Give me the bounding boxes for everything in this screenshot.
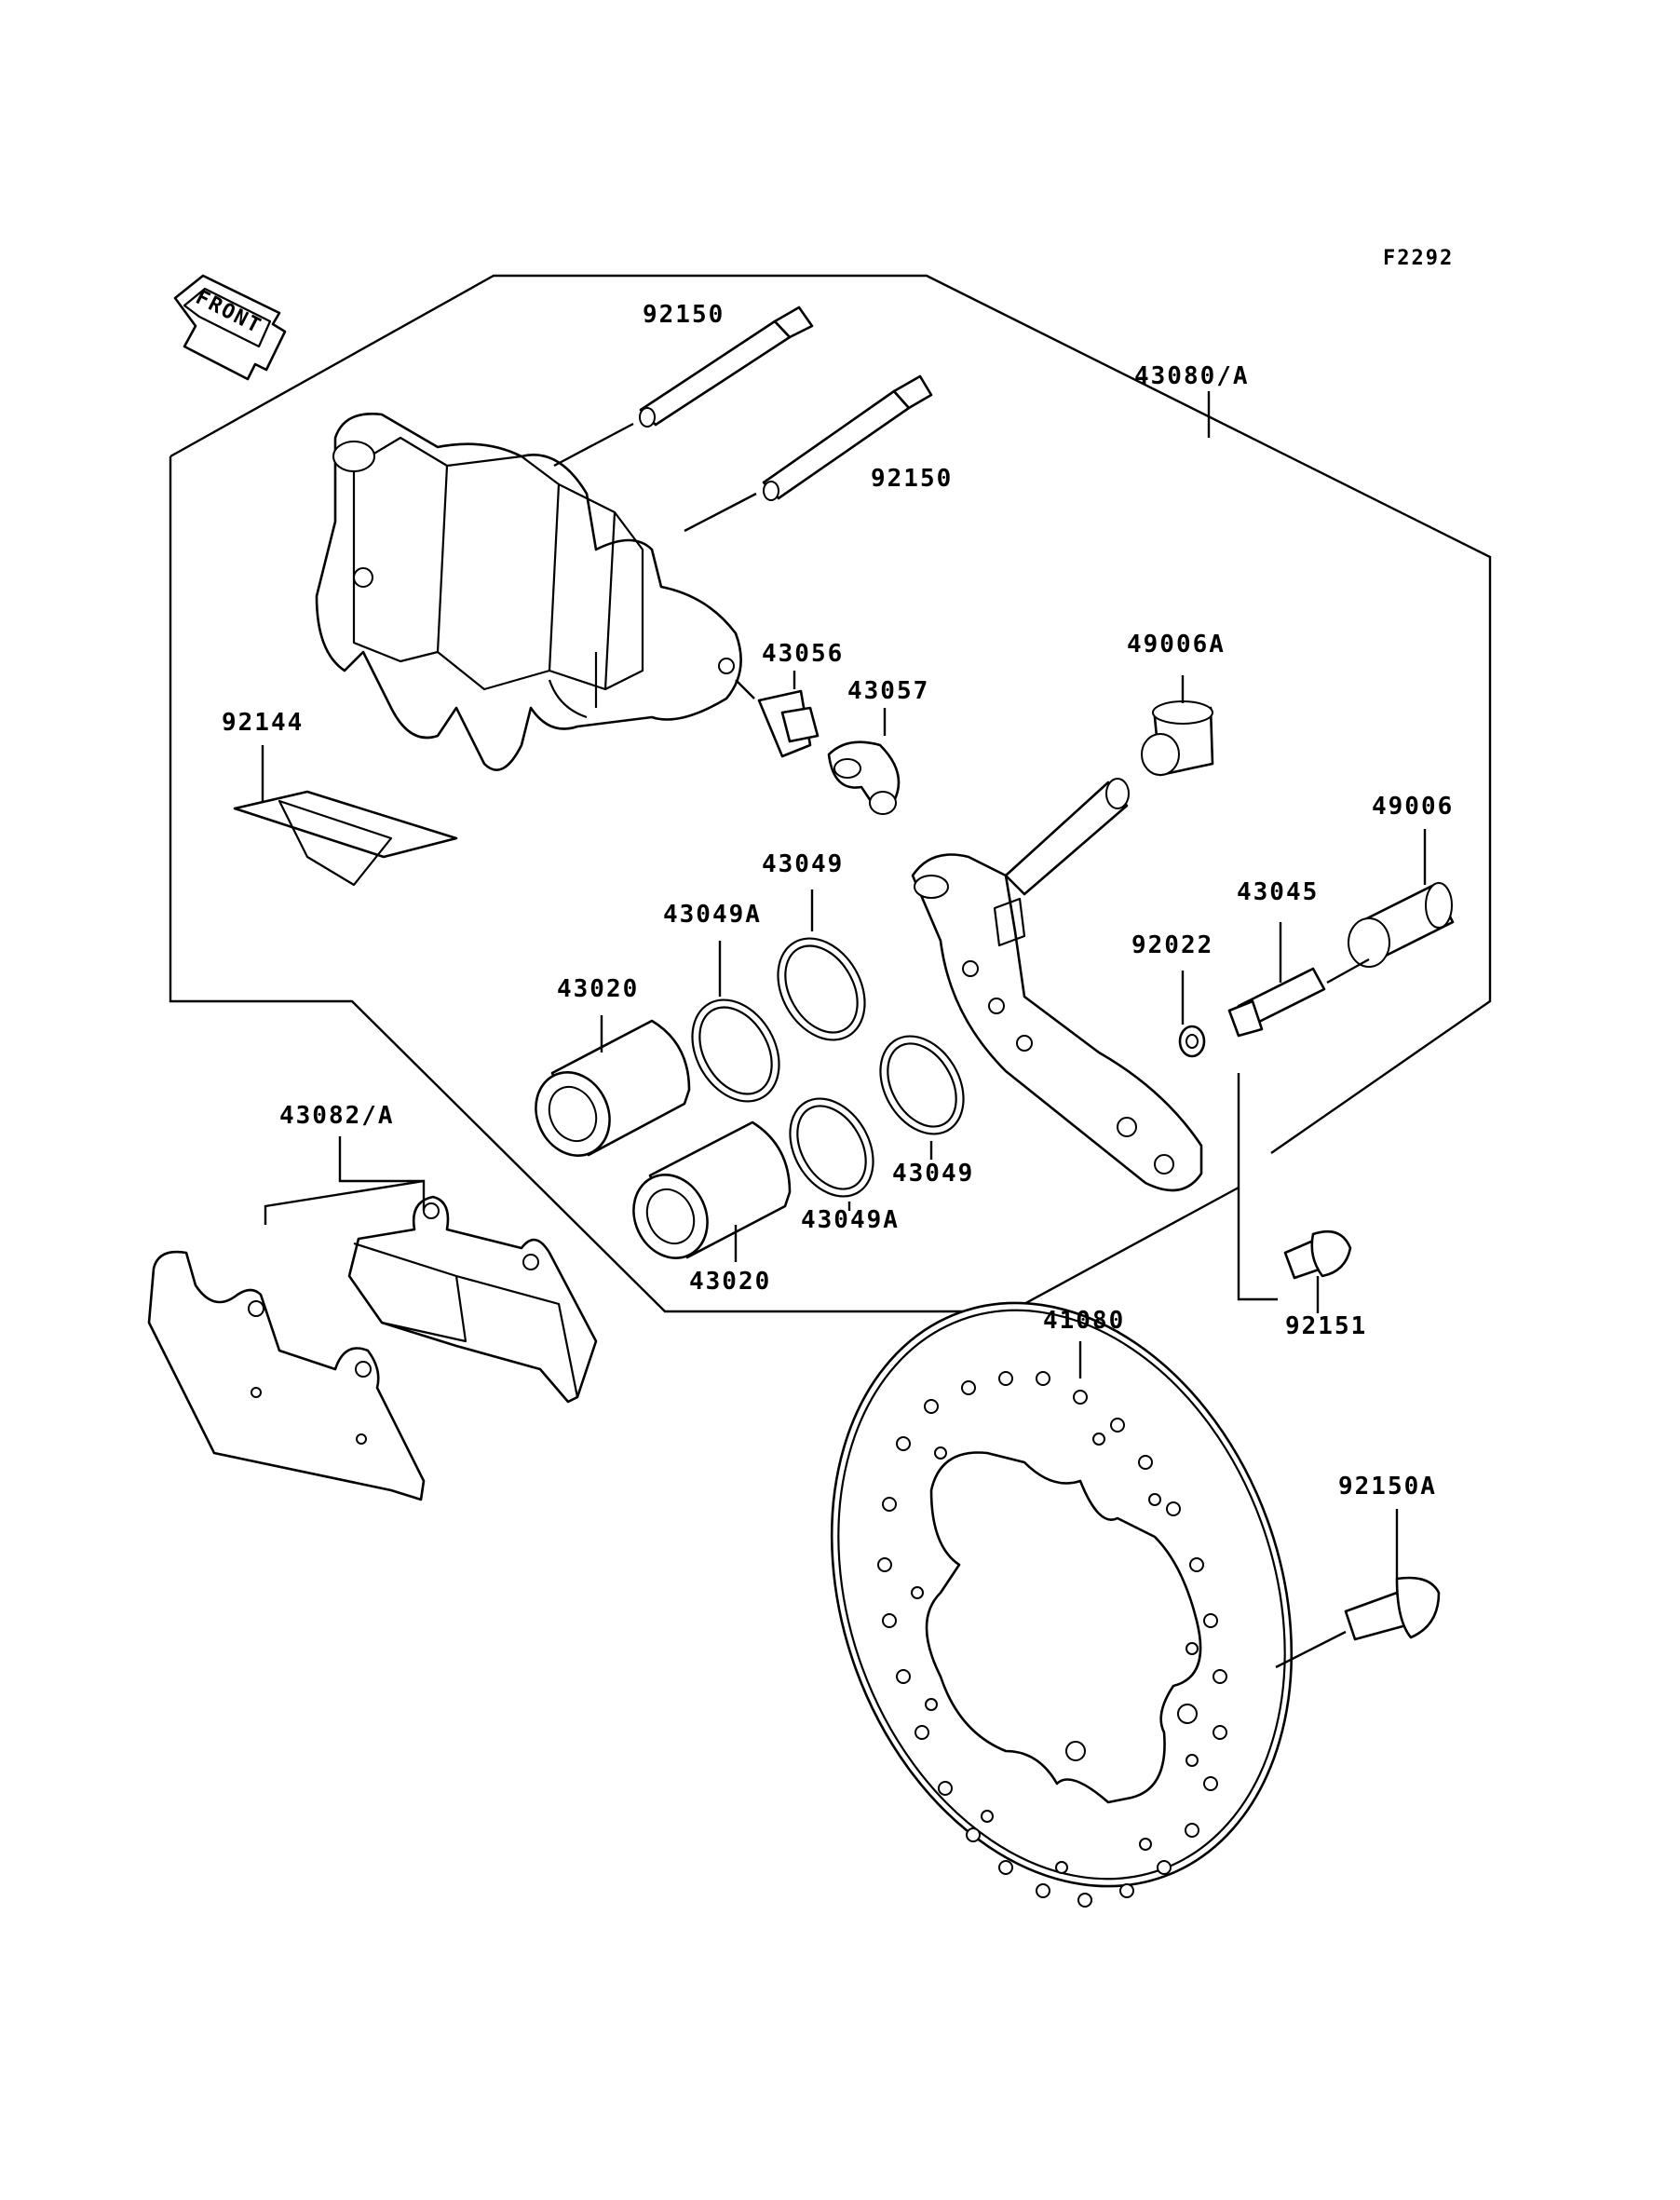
- pin-leader-b: [684, 492, 757, 533]
- bleeder-cap-43057: [827, 740, 901, 815]
- washer-92022: [1178, 1025, 1206, 1058]
- seal-43049A-lower: [789, 1097, 874, 1198]
- caliper-body: [315, 413, 742, 771]
- front-arrow-icon: FRONT: [173, 274, 287, 381]
- seal-43049A-upper: [691, 998, 780, 1103]
- caliper-assembly-outline: [169, 456, 1240, 1313]
- piston-43020-lower: [632, 1120, 792, 1259]
- label-92150-a: 92150: [643, 301, 725, 329]
- label-43049-a: 43049: [762, 850, 844, 878]
- pad-spring-92144: [233, 790, 458, 887]
- label-43057: 43057: [847, 677, 929, 705]
- label-49006: 49006: [1372, 793, 1454, 821]
- disc-bolt-92150A: [1344, 1576, 1441, 1641]
- collar-guide: [1326, 957, 1370, 985]
- caliper-bracket: [911, 778, 1203, 1192]
- label-43049-b: 43049: [892, 1160, 974, 1188]
- disc-holes: [877, 1371, 1227, 1908]
- pin-92150-a: [639, 306, 814, 428]
- brake-disc-41080: [830, 1301, 1294, 1908]
- seal-43049-lower: [879, 1035, 965, 1135]
- bleeder-guide: [735, 679, 755, 699]
- leader-43082: [338, 1136, 424, 1183]
- seal-43049-upper: [777, 937, 866, 1041]
- caliper-assembly-outline-top: [169, 274, 1492, 1154]
- label-43056: 43056: [762, 640, 844, 668]
- bracket-bolt-92151: [1283, 1229, 1352, 1280]
- figure-code: F2292: [1383, 247, 1454, 270]
- pin-92150-b: [762, 374, 933, 501]
- label-49006A: 49006A: [1127, 631, 1226, 659]
- label-43049A-b: 43049A: [801, 1206, 900, 1234]
- label-92150-b: 92150: [871, 465, 953, 493]
- label-43082: 43082/A: [279, 1102, 395, 1130]
- label-92151: 92151: [1285, 1312, 1367, 1340]
- label-92022: 92022: [1131, 931, 1213, 959]
- label-43045: 43045: [1237, 878, 1319, 906]
- caliper-assembly-outline-right: [1237, 1073, 1278, 1301]
- pin-leader-a: [553, 422, 634, 468]
- bolt-guide-92150A: [1275, 1630, 1347, 1669]
- label-92144: 92144: [222, 709, 304, 737]
- label-43080: 43080/A: [1134, 362, 1250, 390]
- label-43049A-a: 43049A: [663, 901, 762, 929]
- label-43020-b: 43020: [689, 1268, 771, 1296]
- bleeder-valve-43056: [757, 689, 820, 758]
- label-43020-a: 43020: [557, 975, 639, 1003]
- collar-49006: [1348, 882, 1455, 968]
- brake-pad-set-43082: [147, 1195, 598, 1501]
- label-41080: 41080: [1043, 1307, 1125, 1335]
- piston-43020-upper: [535, 1019, 691, 1157]
- leader-43082-b: [264, 1179, 426, 1225]
- pin-43045: [1227, 967, 1326, 1038]
- label-92150A: 92150A: [1338, 1473, 1437, 1501]
- collar-49006A: [1141, 700, 1214, 777]
